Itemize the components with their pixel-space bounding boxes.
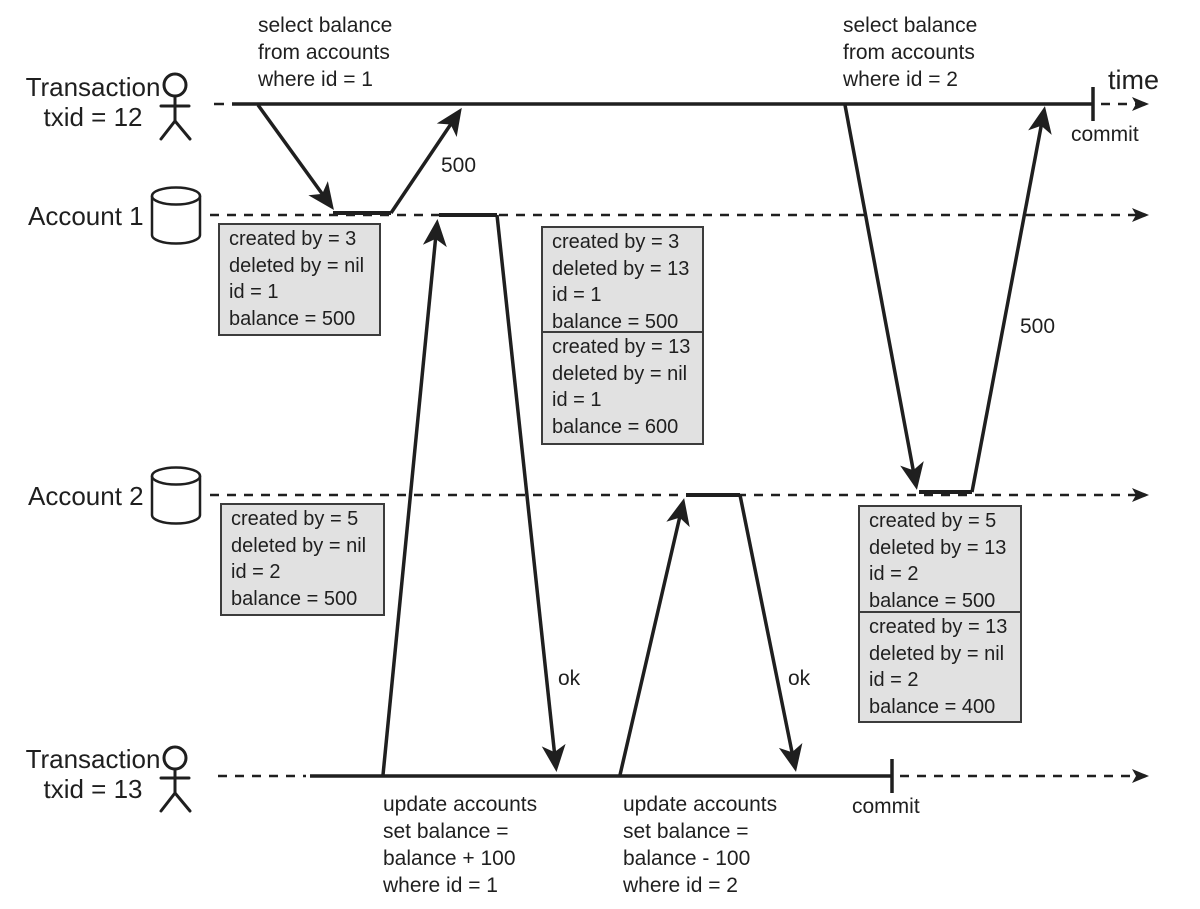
record-field: balance = 500 bbox=[552, 310, 679, 333]
query-line: where id = 1 bbox=[383, 874, 498, 897]
response-ok-update1: ok bbox=[558, 667, 581, 690]
actor-tx12-icon bbox=[159, 72, 192, 141]
record-field: created by = 3 bbox=[229, 228, 357, 250]
record-field: deleted by = nil bbox=[552, 362, 688, 385]
record-field: balance = 500 bbox=[229, 307, 356, 330]
query-line: select balance bbox=[843, 14, 978, 37]
account1-database-icon bbox=[150, 186, 202, 245]
lane-label-tx12: Transaction txid = 12 bbox=[22, 72, 164, 132]
record-account1-deleted: created by = 3 deleted by = 13 id = 1 ba… bbox=[541, 226, 704, 333]
record-field: deleted by = nil bbox=[229, 254, 365, 277]
response-arrow bbox=[738, 494, 803, 772]
request-arrow bbox=[256, 103, 334, 211]
account2-database-icon bbox=[150, 466, 202, 525]
response-500-account2: 500 bbox=[1020, 315, 1056, 338]
record-account1-initial: created by = 3 deleted by = nil id = 1 b… bbox=[218, 223, 381, 336]
query-line: balance + 100 bbox=[383, 847, 516, 870]
record-field: created by = 5 bbox=[231, 508, 359, 530]
response-arrow bbox=[389, 107, 462, 214]
time-axis-label: time bbox=[1108, 65, 1160, 95]
record-field: balance = 500 bbox=[869, 589, 996, 612]
record-field: id = 1 bbox=[552, 389, 602, 411]
record-field: id = 1 bbox=[229, 281, 279, 303]
query-line: where id = 1 bbox=[258, 68, 373, 91]
actor-tx13-icon bbox=[159, 745, 192, 813]
message-tx13-update-account2 bbox=[618, 493, 803, 776]
record-account2-deleted: created by = 5 deleted by = 13 id = 2 ba… bbox=[858, 505, 1022, 613]
response-ok-update2: ok bbox=[788, 667, 811, 690]
lane-label-tx13: Transaction txid = 13 bbox=[22, 744, 164, 804]
tx13-txid: txid = 13 bbox=[43, 774, 143, 804]
query-line: select balance bbox=[258, 14, 393, 37]
tx12-title: Transaction bbox=[25, 72, 161, 102]
record-field: created by = 5 bbox=[869, 510, 997, 532]
request-arrow bbox=[843, 104, 924, 490]
response-500-account1: 500 bbox=[441, 154, 477, 177]
timeline-tx13 bbox=[218, 759, 1149, 793]
record-field: balance = 600 bbox=[552, 415, 679, 438]
query-update-id1: update accounts set balance = balance + … bbox=[383, 791, 537, 899]
record-account1-new: created by = 13 deleted by = nil id = 1 … bbox=[541, 331, 704, 445]
record-account2-initial: created by = 5 deleted by = nil id = 2 b… bbox=[220, 503, 385, 616]
tx12-txid: txid = 12 bbox=[43, 102, 143, 132]
record-field: created by = 13 bbox=[869, 616, 1008, 638]
record-field: deleted by = nil bbox=[231, 534, 367, 557]
record-field: id = 2 bbox=[231, 561, 281, 583]
query-line: where id = 2 bbox=[623, 874, 738, 897]
tx13-title: Transaction bbox=[25, 744, 161, 774]
commit-label-tx12: commit bbox=[1071, 123, 1139, 146]
lane-label-account2: Account 2 bbox=[28, 481, 144, 511]
query-select-id2: select balance from accounts where id = … bbox=[843, 12, 977, 93]
query-line: from accounts bbox=[258, 41, 390, 64]
timeline-tx12 bbox=[214, 87, 1149, 121]
record-field: balance = 500 bbox=[231, 587, 358, 610]
record-account2-new: created by = 13 deleted by = nil id = 2 … bbox=[858, 611, 1022, 723]
record-field: created by = 13 bbox=[552, 336, 691, 358]
response-arrow bbox=[970, 106, 1052, 493]
record-field: id = 1 bbox=[552, 284, 602, 306]
message-tx12-read-account1 bbox=[256, 103, 462, 215]
query-line: where id = 2 bbox=[843, 68, 958, 91]
lane-label-account1: Account 1 bbox=[28, 201, 144, 231]
query-line: update accounts bbox=[383, 793, 538, 816]
request-arrow bbox=[618, 498, 690, 776]
query-line: update accounts bbox=[623, 793, 778, 816]
message-tx13-update-account1 bbox=[381, 213, 566, 776]
commit-label-tx13: commit bbox=[852, 795, 920, 818]
request-arrow bbox=[381, 219, 447, 776]
query-line: set balance = bbox=[383, 820, 509, 843]
record-field: id = 2 bbox=[869, 669, 919, 691]
record-field: created by = 3 bbox=[552, 231, 680, 253]
query-line: balance - 100 bbox=[623, 847, 751, 870]
record-field: id = 2 bbox=[869, 563, 919, 585]
query-line: from accounts bbox=[843, 41, 975, 64]
message-tx12-read-account2 bbox=[843, 104, 1052, 494]
record-field: deleted by = nil bbox=[869, 642, 1005, 665]
response-arrow bbox=[495, 214, 566, 772]
record-field: deleted by = 13 bbox=[869, 536, 1007, 559]
query-select-id1: select balance from accounts where id = … bbox=[258, 12, 392, 93]
query-update-id2: update accounts set balance = balance - … bbox=[623, 791, 777, 899]
query-line: set balance = bbox=[623, 820, 749, 843]
record-field: deleted by = 13 bbox=[552, 257, 690, 280]
record-field: balance = 400 bbox=[869, 695, 996, 718]
